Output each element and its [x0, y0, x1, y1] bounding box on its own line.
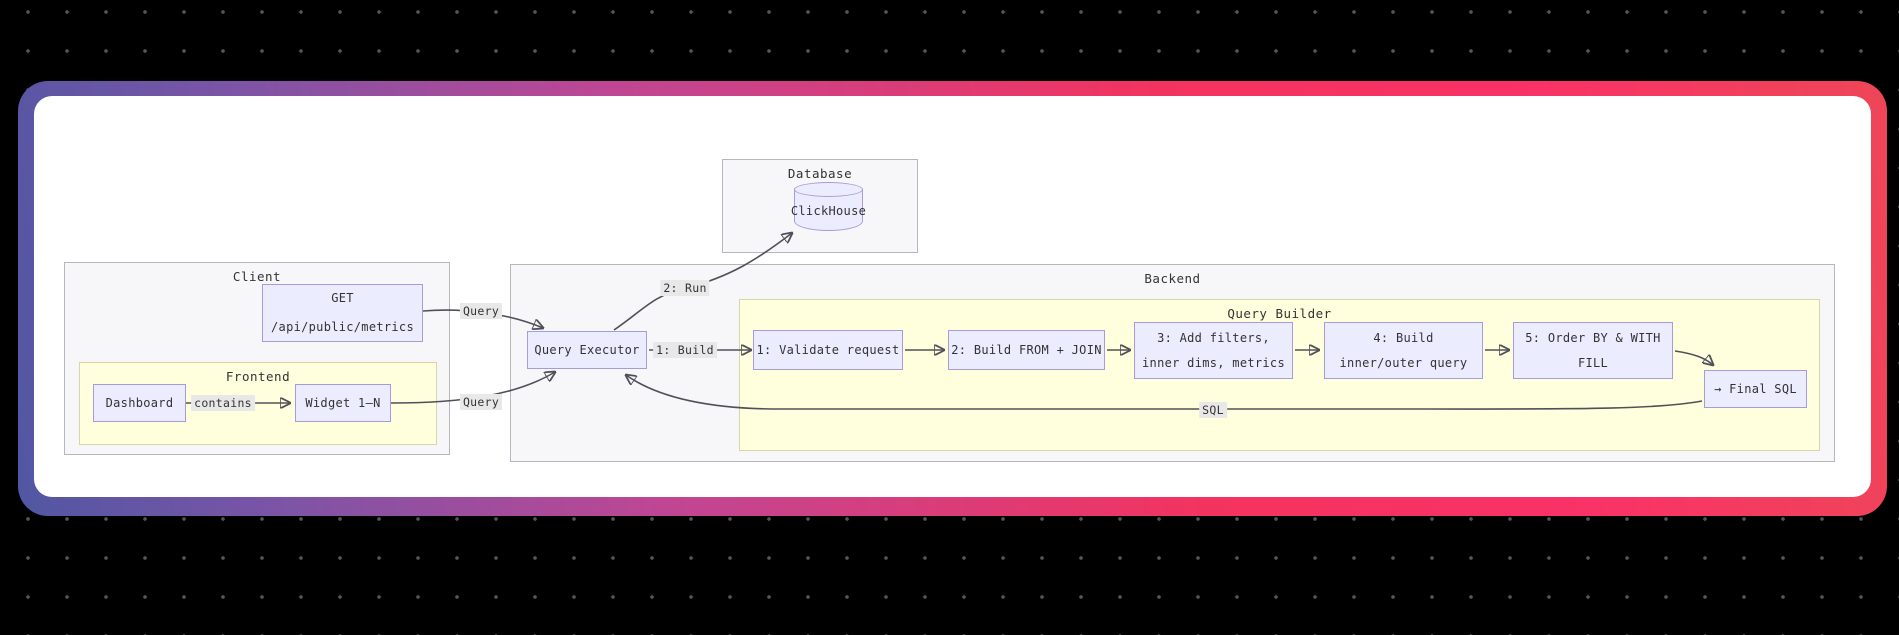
node-validate-request: 1: Validate request	[753, 330, 903, 370]
edge-order-to-final	[1674, 350, 1713, 365]
node-build-from-label: 2: Build FROM + JOIN	[951, 342, 1102, 357]
edge-label-sql: SQL	[1199, 402, 1227, 418]
node-build-inner-outer: 4: Build inner/outer query	[1324, 322, 1483, 379]
node-query-executor-label: Query Executor	[534, 342, 640, 357]
node-order-by-fill: 5: Order BY & WITH FILL	[1513, 322, 1673, 379]
node-get-api: GET /api/public/metrics	[262, 284, 423, 342]
node-validate-label: 1: Validate request	[756, 342, 900, 357]
node-dashboard-label: Dashboard	[105, 395, 174, 410]
node-order-by-line1: 5: Order BY & WITH	[1525, 330, 1661, 345]
node-widget-label: Widget 1–N	[305, 395, 381, 410]
edge-label-query-widget: Query	[459, 394, 503, 410]
cluster-client-label: Client	[232, 269, 282, 284]
edge-sql-return	[626, 375, 1703, 410]
node-dashboard: Dashboard	[93, 384, 186, 422]
node-add-filters-line1: 3: Add filters,	[1157, 330, 1270, 345]
cluster-database-label: Database	[787, 166, 853, 181]
edge-label-run: 2: Run	[660, 280, 710, 296]
node-get-line1: GET	[331, 291, 354, 305]
node-build-from-join: 2: Build FROM + JOIN	[948, 330, 1105, 370]
cluster-backend-label: Backend	[1144, 271, 1201, 286]
cluster-query-builder-label: Query Builder	[1227, 306, 1332, 321]
node-query-executor: Query Executor	[527, 331, 647, 369]
edge-label-contains: contains	[191, 395, 255, 411]
node-widget: Widget 1–N	[295, 384, 391, 422]
node-get-line2: /api/public/metrics	[271, 320, 414, 334]
node-clickhouse-label: ClickHouse	[790, 204, 867, 218]
node-build-inner-line2: inner/outer query	[1339, 355, 1468, 370]
node-final-sql-label: → Final SQL	[1714, 381, 1797, 396]
node-clickhouse: ClickHouse	[791, 182, 866, 231]
cluster-frontend-label: Frontend	[225, 369, 291, 384]
edge-label-build: 1: Build	[653, 342, 717, 358]
node-order-by-line2: FILL	[1577, 355, 1609, 370]
clickhouse-cylinder-top	[794, 182, 863, 197]
edge-label-query-get: Query	[459, 303, 503, 319]
node-add-filters-line2: inner dims, metrics	[1142, 355, 1285, 370]
node-final-sql: → Final SQL	[1704, 370, 1807, 408]
cluster-database: Database	[722, 159, 918, 253]
node-add-filters: 3: Add filters, inner dims, metrics	[1134, 322, 1293, 379]
node-build-inner-line1: 4: Build	[1373, 330, 1434, 345]
